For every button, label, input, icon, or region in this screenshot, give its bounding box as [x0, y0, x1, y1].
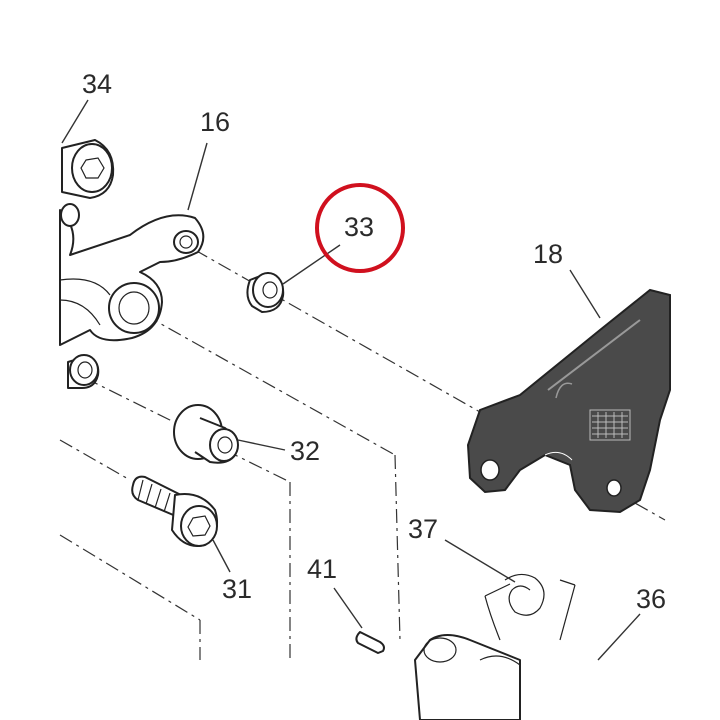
part-37-spring	[484, 573, 576, 641]
part-lever-lower	[414, 634, 521, 720]
part-33-bushing	[246, 272, 285, 313]
callout-32: 32	[290, 436, 320, 466]
callout-34: 34	[82, 69, 112, 99]
part-32-flanged-bushing	[173, 404, 239, 464]
highlight-circle	[315, 183, 405, 273]
callout-16: 16	[200, 107, 230, 137]
assembly-axis-lines	[59, 249, 666, 660]
part-16-bracket-arm	[59, 203, 205, 346]
leader-lines	[61, 99, 641, 661]
callout-18: 18	[533, 239, 563, 269]
callout-31: 31	[222, 574, 252, 604]
callout-labels: 34 16 33 18 32 37 31 41 36	[82, 69, 666, 614]
plate-engraved-graphic	[547, 319, 641, 441]
part-31-socket-bolt	[131, 475, 218, 547]
part-spacer-small	[67, 354, 100, 389]
callout-33: 33	[344, 212, 374, 242]
callout-41: 41	[307, 554, 337, 584]
callout-36: 36	[636, 584, 666, 614]
callout-37: 37	[408, 514, 438, 544]
part-41-pin	[355, 631, 385, 654]
part-34-bolt	[61, 139, 115, 199]
part-18-plate	[466, 288, 671, 514]
